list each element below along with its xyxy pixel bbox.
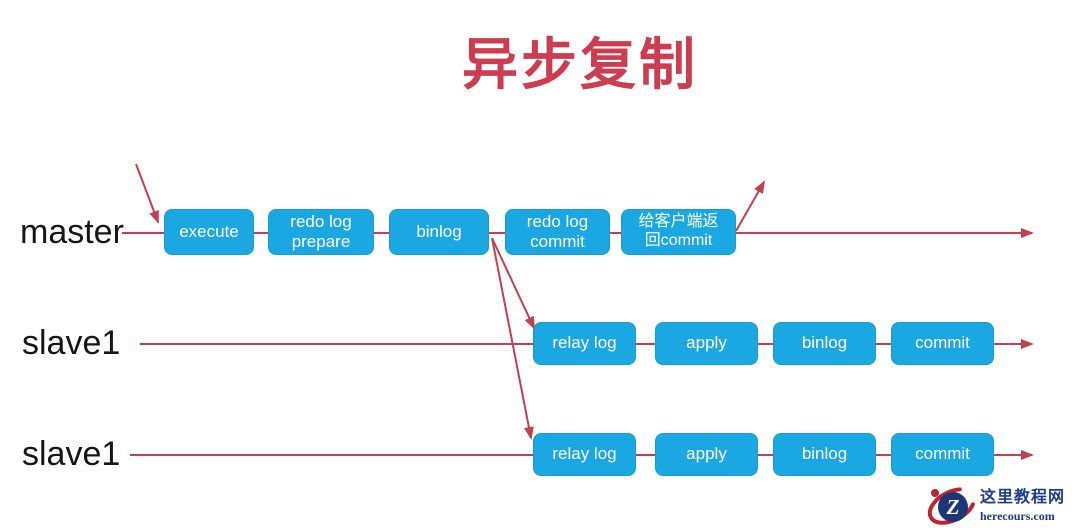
step-commit-slave1: commit xyxy=(891,322,994,365)
step-binlog-slave2: binlog xyxy=(773,433,876,476)
step-relay-log-slave1: relay log xyxy=(533,322,636,365)
incoming-request-arrow xyxy=(135,163,159,224)
row-label-slave1-2: slave1 xyxy=(22,435,121,473)
step-apply-slave2: apply xyxy=(655,433,758,476)
client-response-arrow xyxy=(735,180,765,232)
watermark-text: 这里教程网 herecours.com xyxy=(980,489,1065,523)
page-title: 异步复制 xyxy=(462,33,698,96)
step-return-commit-to-client: 给客户端返回commit xyxy=(621,209,736,255)
row-label-master: master xyxy=(20,213,124,251)
step-apply-slave1: apply xyxy=(655,322,758,365)
watermark-site-url: herecours.com xyxy=(980,509,1055,523)
step-binlog-master: binlog xyxy=(389,209,489,255)
watermark-orbit-dot xyxy=(931,489,939,497)
binlog-to-slave2-relay-arrow xyxy=(491,237,534,440)
step-binlog-slave1: binlog xyxy=(773,322,876,365)
step-redo-log-prepare: redo log prepare xyxy=(268,209,374,255)
step-redo-log-commit: redo log commit xyxy=(505,209,610,255)
watermark-logo-icon: Z xyxy=(927,487,977,525)
step-commit-slave2: commit xyxy=(891,433,994,476)
step-relay-log-slave2: relay log xyxy=(533,433,636,476)
row-label-slave1: slave1 xyxy=(22,324,121,362)
step-execute: execute xyxy=(164,209,254,255)
watermark-site-name: 这里教程网 xyxy=(980,489,1066,506)
watermark: Z 这里教程网 herecours.com xyxy=(926,481,1080,531)
watermark-logo-letter: Z xyxy=(946,495,960,519)
watermark-logo-ball xyxy=(938,492,968,522)
